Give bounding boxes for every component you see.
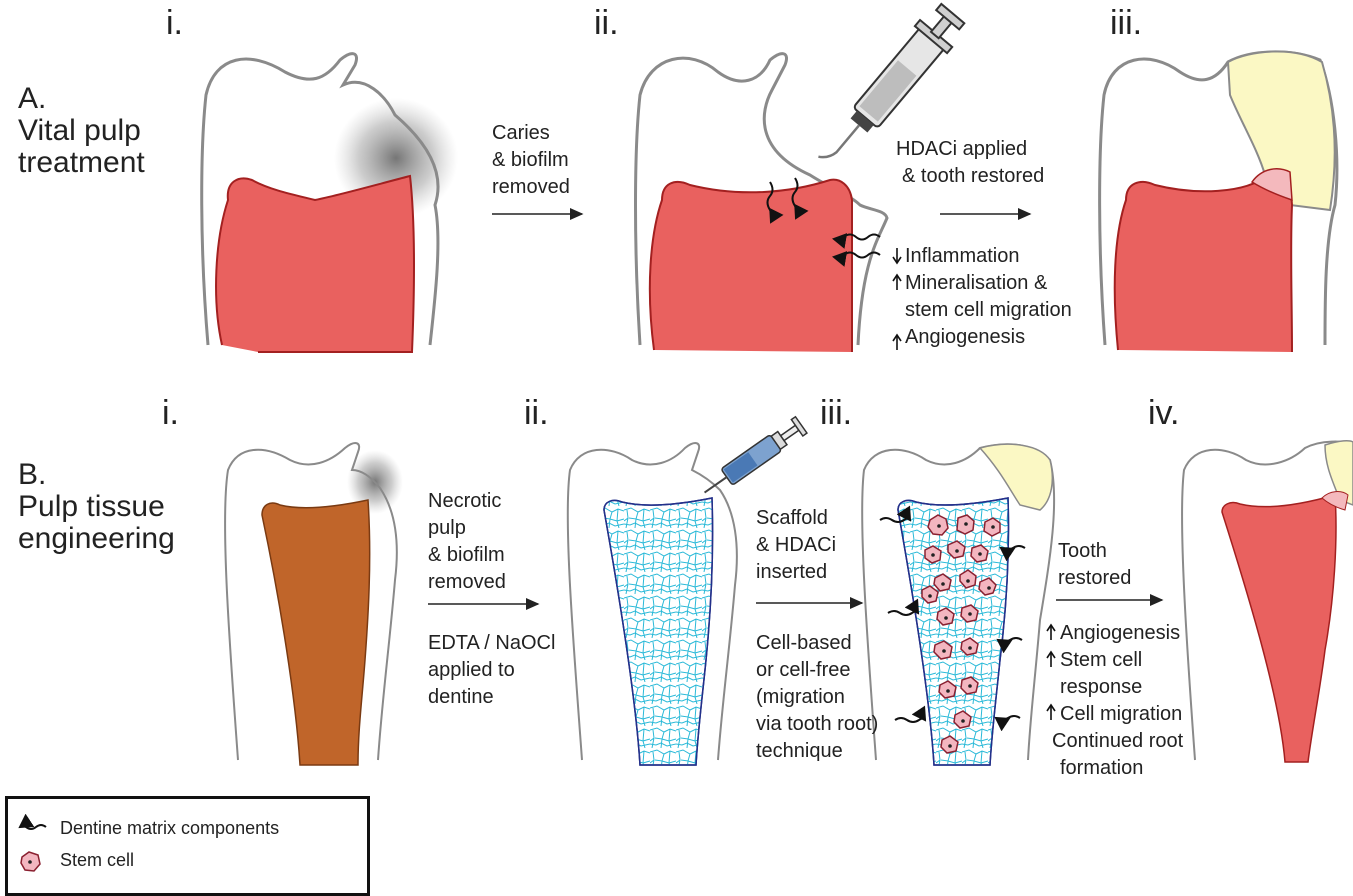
tooth-b-ii xyxy=(568,443,737,765)
legend: Dentine matrix components Stem cell xyxy=(5,796,370,896)
legend-icons xyxy=(14,805,54,875)
tooth-a-iii xyxy=(1100,51,1337,352)
arrow-a2-text: HDACi applied & tooth restored xyxy=(896,136,1044,190)
pulp-region xyxy=(1222,495,1336,762)
tooth-b-iv xyxy=(1182,441,1353,762)
stem-cell-nucleus xyxy=(28,860,32,864)
scaffold-pattern xyxy=(898,498,1008,765)
step-a-i-label: i. xyxy=(166,4,183,43)
pulp-region xyxy=(216,176,414,352)
panel-b-label: B. xyxy=(18,458,46,492)
legend-item-stem-cell: Stem cell xyxy=(60,850,134,871)
step-b-iii-label: iii. xyxy=(820,394,852,433)
effects-b-arrows xyxy=(1047,625,1055,720)
wavy-arrow-icon xyxy=(996,716,1020,720)
scaffold-pattern xyxy=(604,498,713,765)
step-b-iv-label: iv. xyxy=(1148,394,1179,433)
arrow-b1-text: Necrotic pulp & biofilm removed xyxy=(428,488,506,596)
wavy-arrow-icon xyxy=(888,611,918,615)
step-b-ii-label: ii. xyxy=(524,394,549,433)
necrotic-pulp xyxy=(262,500,370,765)
legend-item-dentine: Dentine matrix components xyxy=(60,818,279,839)
small-syringe-icon xyxy=(699,417,807,501)
arrow-b1-below-text: EDTA / NaOCl applied to dentine xyxy=(428,630,555,711)
effects-b-list: Angiogenesis Stem cell response Cell mig… xyxy=(1060,620,1183,782)
step-a-ii-label: ii. xyxy=(594,4,619,43)
panel-b-title-line1: Pulp tissue xyxy=(18,490,165,524)
pulp-region xyxy=(1115,175,1292,352)
tooth-a-i xyxy=(202,54,458,352)
panel-a-title-line1: Vital pulp xyxy=(18,114,141,148)
step-b-i-label: i. xyxy=(162,394,179,433)
panel-a-label: A. xyxy=(18,82,46,116)
panel-b-title-line2: engineering xyxy=(18,522,175,556)
arrow-a1-text: Caries & biofilm removed xyxy=(492,120,570,201)
effects-a-arrows xyxy=(893,248,901,350)
wavy-arrow-icon xyxy=(20,825,46,829)
tooth-b-iii xyxy=(862,444,1054,765)
step-a-iii-label: iii. xyxy=(1110,4,1142,43)
arrow-b3-text: Tooth restored xyxy=(1058,538,1131,592)
restoration-filling xyxy=(980,444,1052,510)
arrow-b2-text: Scaffold & HDACi inserted xyxy=(756,505,836,586)
panel-a-title-line2: treatment xyxy=(18,146,145,180)
wavy-arrow-icon xyxy=(895,718,925,722)
effects-a-list: Inflammation Mineralisation & stem cell … xyxy=(905,243,1072,351)
tooth-a-ii xyxy=(636,54,888,352)
pulp-region xyxy=(650,180,852,352)
tooth-b-i xyxy=(225,443,403,765)
arrow-b2-below-text: Cell-based or cell-free (migration via t… xyxy=(756,630,878,765)
